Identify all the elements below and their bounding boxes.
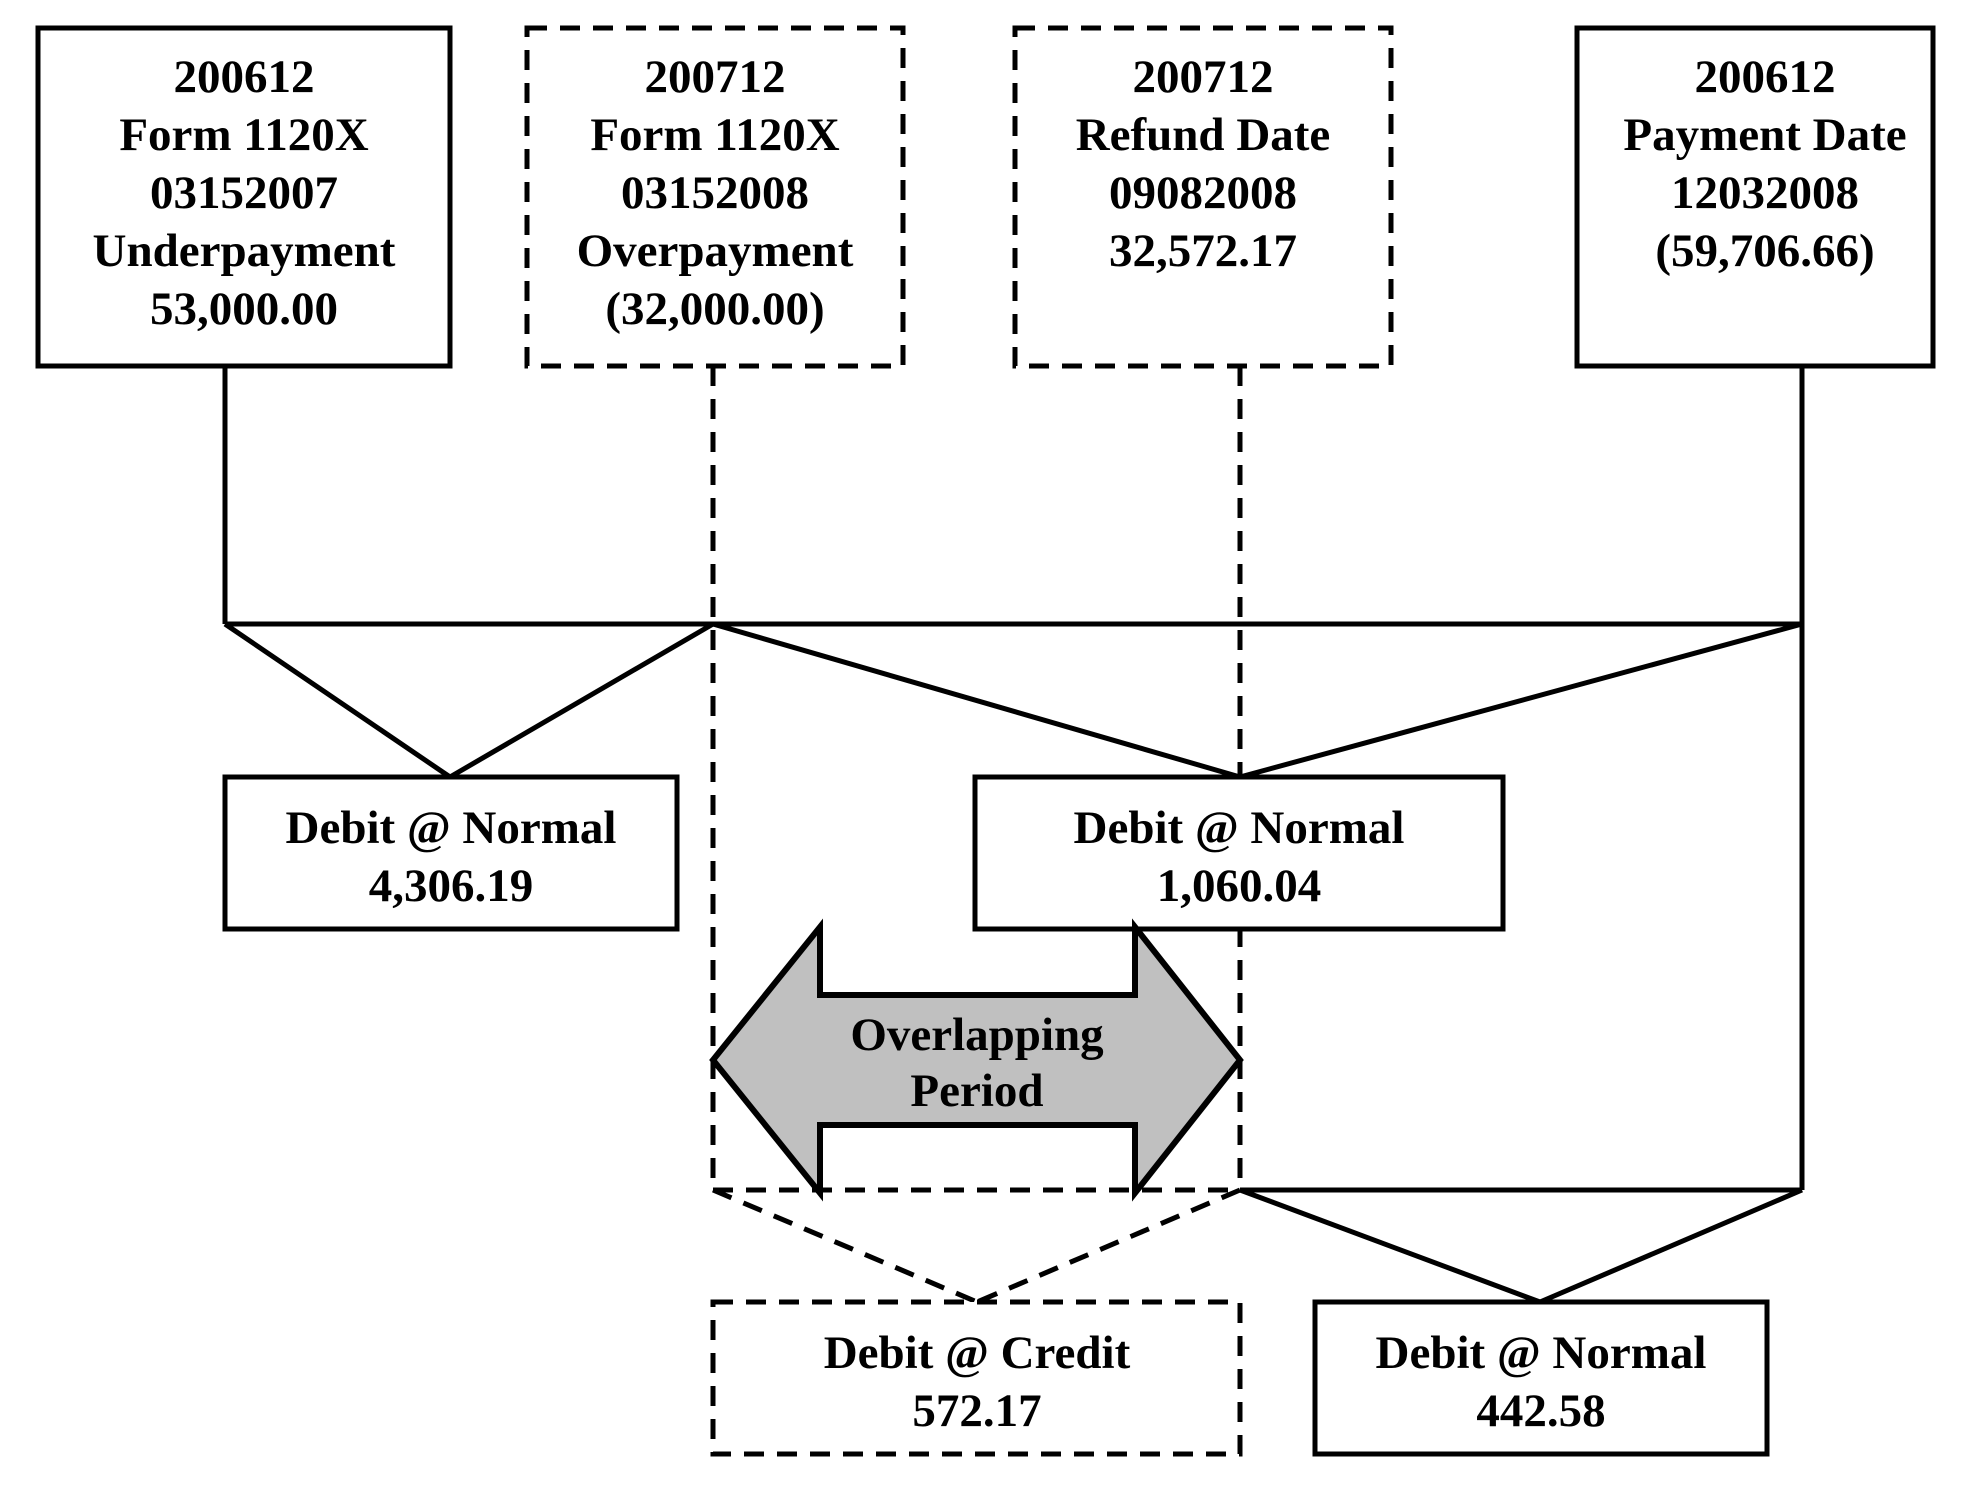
- connector-v1-right: [448, 621, 715, 780]
- box-line: 200612: [174, 51, 315, 103]
- box-line: 572.17: [912, 1385, 1041, 1437]
- box-frame: [1574, 25, 1936, 369]
- debit-box-normal-1060: Debit @ Normal 1,060.04: [972, 774, 1506, 932]
- connector-v3-right: [976, 1187, 1241, 1305]
- box-frame: [1312, 1299, 1770, 1457]
- connector-v2-left: [712, 621, 1241, 780]
- box-frame: [1012, 25, 1394, 369]
- connector-v4-left: [1239, 1187, 1541, 1305]
- box-frame: [35, 25, 453, 369]
- box-frame: [222, 774, 680, 932]
- box-line: 09082008: [1109, 167, 1297, 219]
- top-box-200712-refund-date: 200712 Refund Date 09082008 32,572.17: [1012, 25, 1394, 369]
- connector-v2-right: [1239, 621, 1803, 780]
- box-frame: [972, 774, 1506, 932]
- box-line: Debit @ Credit: [824, 1327, 1131, 1379]
- top-box-200612-form-1120x: 200612 Form 1120X 03152007 Underpayment …: [35, 25, 453, 369]
- top-box-200612-payment-date: 200612 Payment Date 12032008 (59,706.66): [1574, 25, 1936, 369]
- debit-box-credit-572: Debit @ Credit 572.17: [710, 1299, 1243, 1457]
- box-line: 03152008: [621, 167, 809, 219]
- box-line: Debit @ Normal: [286, 802, 617, 854]
- box-line: 442.58: [1476, 1385, 1605, 1437]
- top-box-200712-form-1120x: 200712 Form 1120X 03152008 Overpayment (…: [524, 25, 906, 369]
- box-line: Overpayment: [577, 225, 854, 277]
- box-line: 12032008: [1671, 167, 1859, 219]
- box-line: Form 1120X: [119, 109, 368, 161]
- connector-v4-right: [1539, 1187, 1803, 1305]
- box-line: Payment Date: [1623, 109, 1906, 161]
- double-arrow-shape: [709, 918, 1244, 1202]
- debit-box-normal-4306: Debit @ Normal 4,306.19: [222, 774, 680, 932]
- box-line: 1,060.04: [1157, 860, 1322, 912]
- overlapping-period-arrow: Overlapping Period: [709, 918, 1244, 1202]
- box-line: 03152007: [150, 167, 338, 219]
- box-line: Debit @ Normal: [1376, 1327, 1707, 1379]
- connector-v1-left: [223, 621, 452, 780]
- box-line: Refund Date: [1076, 109, 1331, 161]
- debit-box-normal-442: Debit @ Normal 442.58: [1312, 1299, 1770, 1457]
- box-line: 53,000.00: [150, 283, 338, 335]
- box-line: 200712: [1133, 51, 1274, 103]
- box-line: 4,306.19: [369, 860, 534, 912]
- connector-v3-left: [712, 1187, 978, 1305]
- box-line: (32,000.00): [605, 283, 824, 335]
- box-line: Underpayment: [93, 225, 396, 277]
- overlap-label: Period: [910, 1065, 1043, 1117]
- box-frame: [710, 1299, 1243, 1457]
- box-frame: [524, 25, 906, 369]
- box-line: 32,572.17: [1109, 225, 1297, 277]
- box-line: 200612: [1695, 51, 1836, 103]
- overlap-label: Overlapping: [850, 1009, 1104, 1061]
- box-line: (59,706.66): [1655, 225, 1874, 277]
- box-line: Debit @ Normal: [1074, 802, 1405, 854]
- box-line: 200712: [645, 51, 786, 103]
- box-line: Form 1120X: [590, 109, 839, 161]
